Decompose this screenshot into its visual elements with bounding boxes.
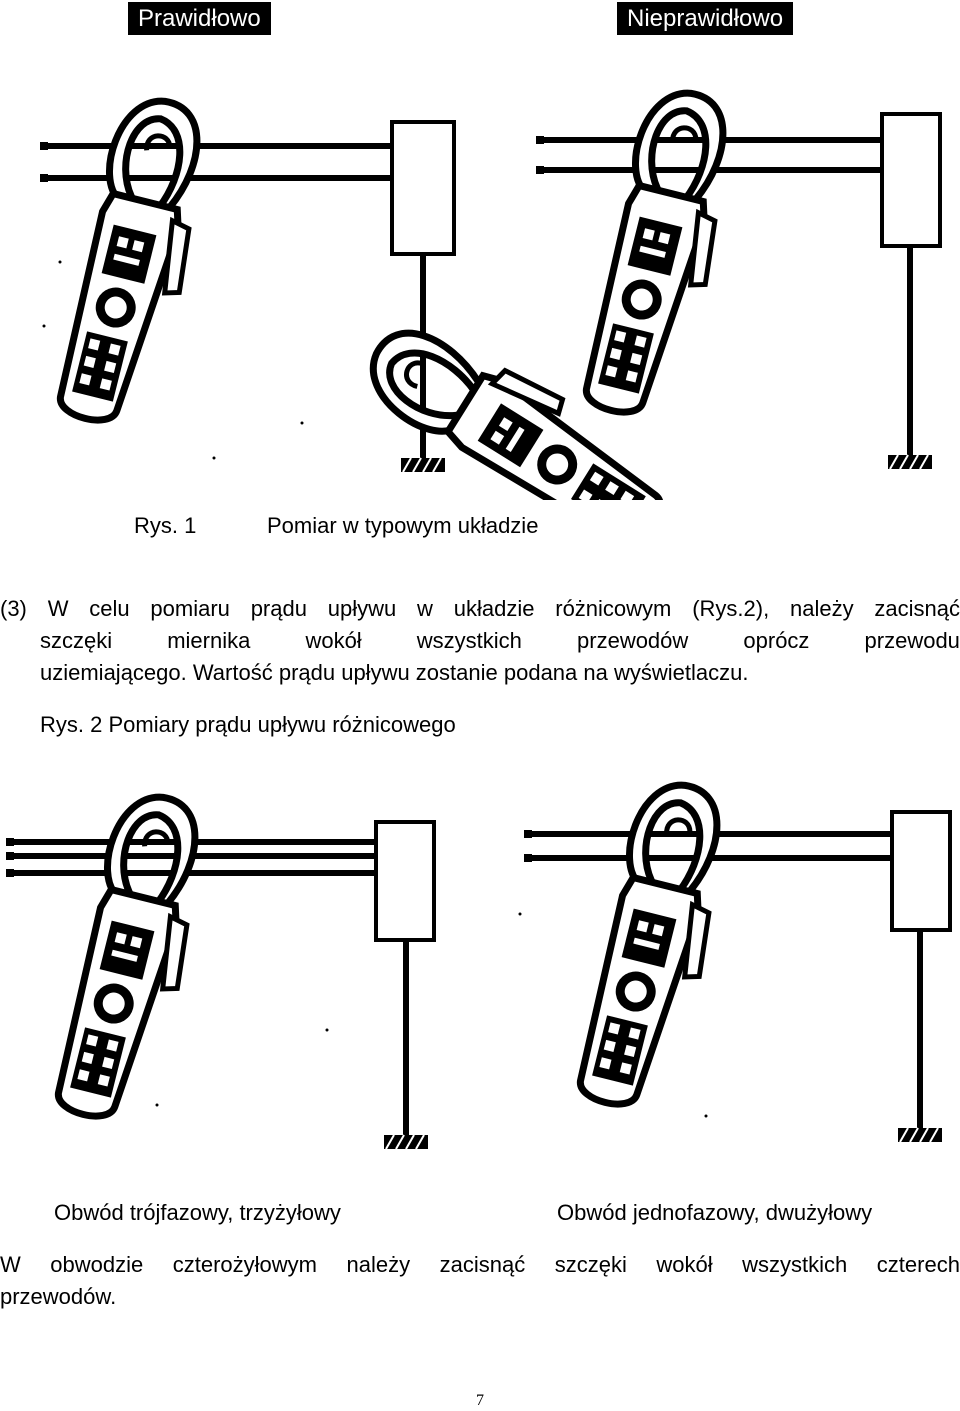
word: celu	[89, 596, 130, 621]
word: wszystkich	[742, 1252, 848, 1277]
figure-2-diagram	[6, 780, 952, 1150]
word: miernika	[167, 628, 251, 653]
page-number: 7	[476, 1392, 484, 1409]
word: w	[417, 596, 433, 621]
word: oprócz	[743, 628, 810, 653]
clamp-meter-icon	[46, 788, 221, 1129]
paragraph-1-line: szczęki miernika wokół wszystkich przewodów o…	[0, 625, 960, 657]
word: szczęki	[40, 628, 113, 653]
paragraph-1-line: uziemiającego. Wartość prądu upływu zost…	[40, 660, 749, 685]
word: różnicowym	[555, 596, 672, 621]
ground-icon	[383, 1134, 429, 1150]
figure-2-left-caption: Obwód trójfazowy, trzyżyłowy	[54, 1200, 341, 1225]
ground-icon	[887, 454, 933, 470]
word: czterech	[876, 1252, 960, 1277]
word: W	[0, 1252, 21, 1277]
word: wszystkich	[416, 628, 522, 653]
word: zacisnąć	[439, 1252, 526, 1277]
clamp-meter-icon	[574, 84, 749, 425]
figure-1-diagram	[40, 0, 942, 500]
word: wokół	[656, 1252, 713, 1277]
figure-1-right-circuit	[536, 84, 942, 470]
load-box	[390, 120, 456, 256]
ground-icon	[897, 1127, 943, 1143]
word: prądu	[250, 596, 307, 621]
word: czterożyłowym	[172, 1252, 317, 1277]
figure-2-left-circuit	[6, 788, 436, 1150]
figure-1-left-circuit	[40, 92, 710, 500]
word: wokół	[305, 628, 362, 653]
figure-2-caption: Rys. 2 Pomiary prądu upływu różnicowego	[40, 712, 456, 737]
word: obwodzie	[50, 1252, 144, 1277]
word: W	[47, 596, 69, 621]
word: przewodów	[577, 628, 689, 653]
word: (3)	[0, 596, 27, 621]
word: upływu	[327, 596, 397, 621]
word: (Rys.2),	[692, 596, 770, 621]
word: pomiaru	[150, 596, 230, 621]
clamp-meter-icon	[568, 780, 743, 1117]
word: układzie	[453, 596, 535, 621]
figure-1-number: Rys. 1	[134, 513, 197, 538]
paragraph-2-line: przewodów.	[0, 1284, 117, 1309]
word: przewodu	[864, 628, 960, 653]
clamp-meter-icon	[48, 92, 223, 433]
figure-1-title: Pomiar w typowym układzie	[267, 513, 539, 538]
incorrect-label: Nieprawidłowo	[617, 2, 794, 35]
figure-2-right-circuit	[518, 780, 952, 1143]
ground-icon	[400, 457, 446, 473]
figure-2-right-caption: Obwód jednofazowy, dwużyłowy	[557, 1200, 873, 1225]
word: należy	[346, 1252, 411, 1277]
word: szczęki	[554, 1252, 627, 1277]
load-box	[890, 810, 952, 932]
word: zacisnąć	[874, 596, 960, 621]
word: należy	[789, 596, 854, 621]
correct-label: Prawidłowo	[128, 2, 271, 35]
load-box	[880, 112, 942, 248]
load-box	[374, 820, 436, 942]
